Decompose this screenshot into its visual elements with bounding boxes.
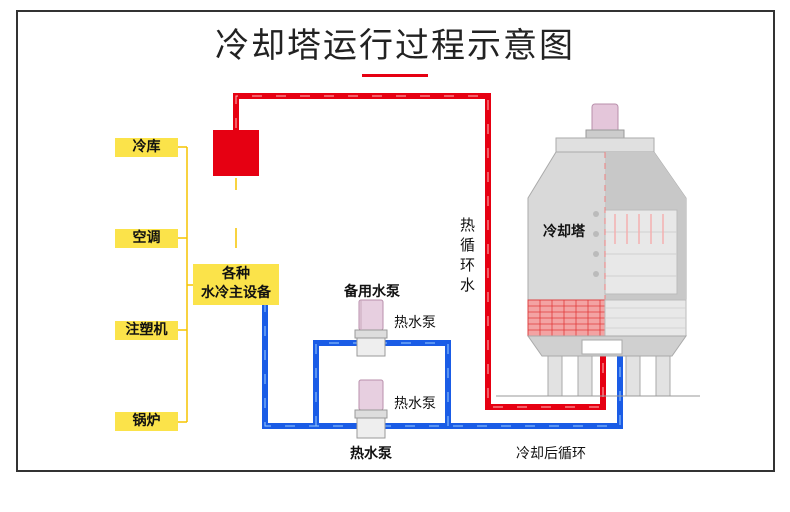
main-equipment-line2: 水冷主设备 xyxy=(201,285,271,301)
bottom-pump-label: 热水泵 xyxy=(350,446,392,462)
hot-return-label-2: 循 xyxy=(460,236,476,254)
cooled-return-label: 冷却后循环 xyxy=(516,446,586,462)
diagram-title: 冷却塔运行过程示意图 xyxy=(215,26,575,66)
main-equipment-line1: 各种 xyxy=(222,266,250,282)
hot-return-label-1: 热 xyxy=(460,216,476,234)
cooling-tower-graphic xyxy=(496,103,700,397)
main-equipment-box: 各种 水冷主设备 xyxy=(193,264,279,305)
lower-pump-label: 热水泵 xyxy=(394,396,436,412)
upper-pump-label: 热水泵 xyxy=(394,315,436,331)
standby-pump-label: 备用水泵 xyxy=(344,284,400,300)
hot-header-box xyxy=(213,130,259,176)
hot-return-label-4: 水 xyxy=(460,276,476,294)
equipment-injection-molding: 注塑机 xyxy=(115,321,178,340)
standby-pump-graphic xyxy=(354,299,388,357)
cooling-tower-label: 冷却塔 xyxy=(543,224,585,240)
hot-return-label-3: 环 xyxy=(460,256,476,274)
equipment-cold-storage: 冷库 xyxy=(115,138,178,157)
title-underline xyxy=(362,74,428,77)
equipment-boiler: 锅炉 xyxy=(115,412,178,431)
hot-water-pump-graphic xyxy=(354,379,388,439)
equipment-air-conditioning: 空调 xyxy=(115,229,178,248)
